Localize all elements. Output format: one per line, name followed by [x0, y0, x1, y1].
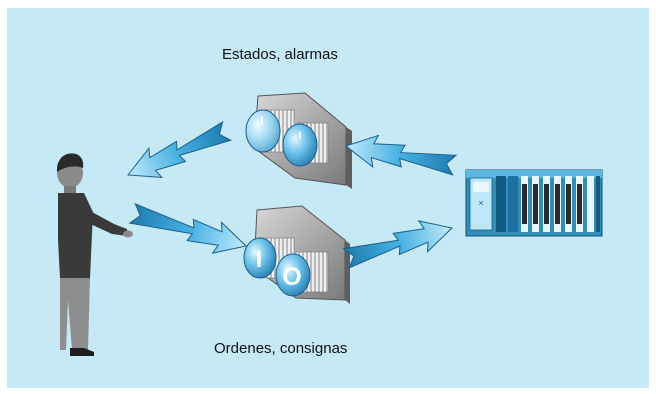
operator-legs	[60, 278, 90, 350]
svg-text:×: ×	[478, 198, 483, 208]
arrow-plc-to-plate	[344, 134, 458, 176]
arrow-operator-to-plate	[128, 202, 248, 254]
signal-button-2-symbol: I	[298, 130, 301, 142]
operator-shoe	[70, 348, 94, 356]
signal-button-1-cap	[245, 109, 281, 153]
command-button-1-symbol: I	[256, 246, 263, 273]
arrow-plate-to-operator	[127, 120, 233, 179]
operator-hand	[123, 230, 133, 238]
operator-neck	[64, 186, 76, 194]
signal-pushbuttons: I I	[245, 92, 352, 189]
label-orders-setpoints: Ordenes, consignas	[214, 340, 348, 357]
label-states-alarms: Estados, alarmas	[222, 46, 338, 63]
operator-hair	[56, 153, 84, 172]
operator-figure	[56, 153, 133, 356]
command-pushbuttons: I O	[243, 205, 350, 304]
signal-button-2-cap	[282, 123, 318, 167]
command-button-2-symbol: O	[282, 263, 301, 291]
plc-rack: ×	[465, 169, 603, 237]
operator-torso	[58, 193, 93, 278]
signal-button-1-symbol: I	[260, 115, 263, 127]
operator-arm	[84, 200, 128, 236]
command-button-1-cap	[243, 237, 277, 279]
arrow-plate-to-plc	[342, 220, 454, 269]
command-button-2-cap	[275, 253, 311, 297]
